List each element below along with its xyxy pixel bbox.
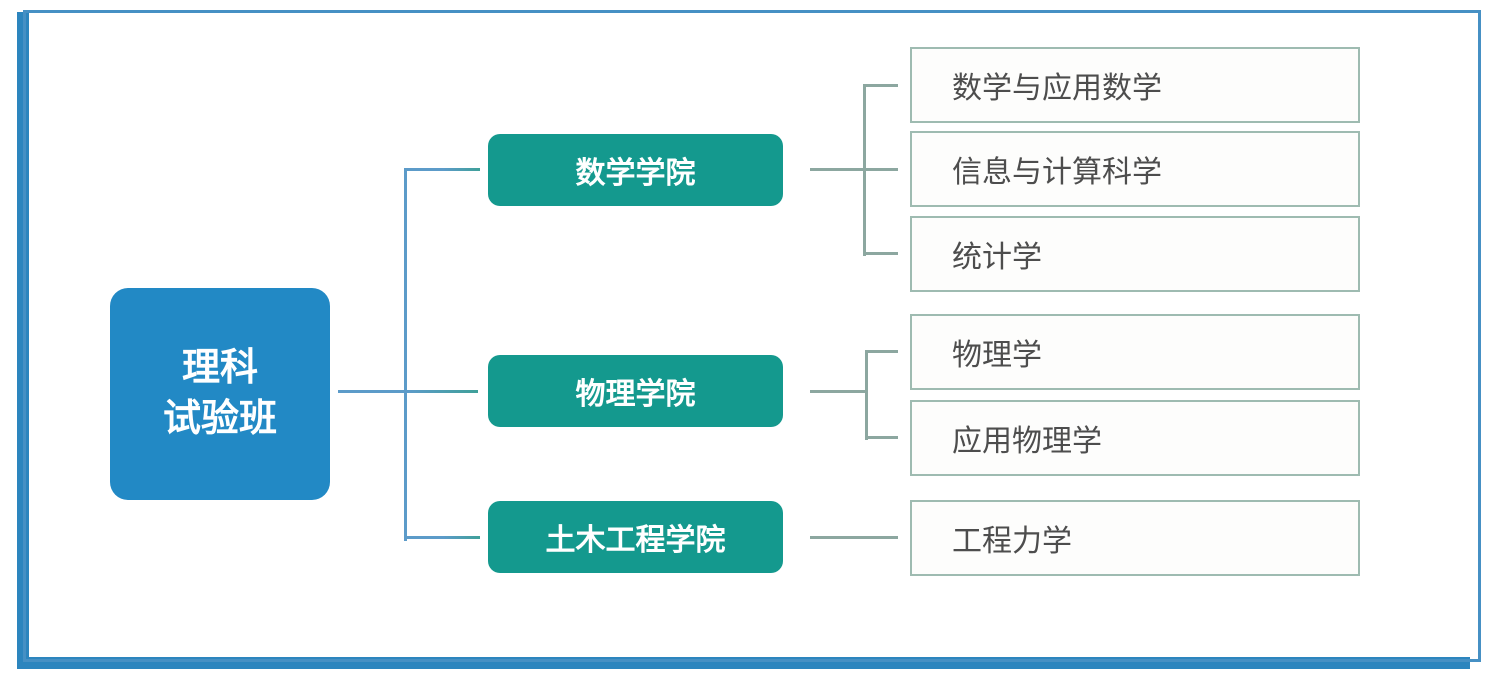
leaf-label: 数学与应用数学 — [952, 72, 1162, 105]
leaf-label: 应用物理学 — [952, 425, 1102, 458]
leaf-node-statistics: 统计学 — [910, 216, 1360, 292]
root-node-science-experimental-class: 理科 试验班 — [110, 288, 330, 500]
connector-math-trunk — [863, 84, 866, 256]
connector-math-stub-top — [866, 84, 898, 87]
root-label-line1: 理科 — [181, 346, 258, 389]
leaf-node-mathematics-and-applied-mathematics: 数学与应用数学 — [910, 47, 1360, 123]
leaf-node-applied-physics: 应用物理学 — [910, 400, 1360, 476]
branch-label: 土木工程学院 — [545, 524, 726, 557]
branch-label: 物理学院 — [575, 378, 696, 411]
connector-math-mid-line — [810, 168, 898, 171]
leaf-label: 物理学 — [952, 339, 1042, 372]
leaf-node-physics: 物理学 — [910, 314, 1360, 390]
connector-math-stub-bottom — [866, 252, 898, 255]
connector-trunk-to-math-college — [407, 168, 480, 171]
frame-border — [23, 10, 1481, 662]
connector-trunk-to-civil-college — [407, 536, 480, 539]
connector-physics-mid-line — [810, 390, 866, 393]
leaf-node-information-and-computing-science: 信息与计算科学 — [910, 131, 1360, 207]
branch-node-physics-college: 物理学院 — [488, 355, 783, 427]
connector-root-to-physics-college — [338, 390, 478, 393]
connector-physics-stub-bottom — [868, 436, 898, 439]
connector-civil-line — [810, 536, 898, 539]
branch-label: 数学学院 — [575, 157, 696, 190]
connector-physics-stub-top — [868, 350, 898, 353]
leaf-label: 工程力学 — [952, 525, 1072, 558]
branch-node-civil-engineering-college: 土木工程学院 — [488, 501, 783, 573]
connector-level1-trunk — [404, 168, 407, 541]
connector-physics-trunk — [865, 350, 868, 440]
branch-node-math-college: 数学学院 — [488, 134, 783, 206]
root-label-line2: 试验班 — [162, 398, 277, 440]
leaf-label: 统计学 — [952, 241, 1042, 274]
leaf-label: 信息与计算科学 — [952, 156, 1162, 189]
leaf-node-engineering-mechanics: 工程力学 — [910, 500, 1360, 576]
